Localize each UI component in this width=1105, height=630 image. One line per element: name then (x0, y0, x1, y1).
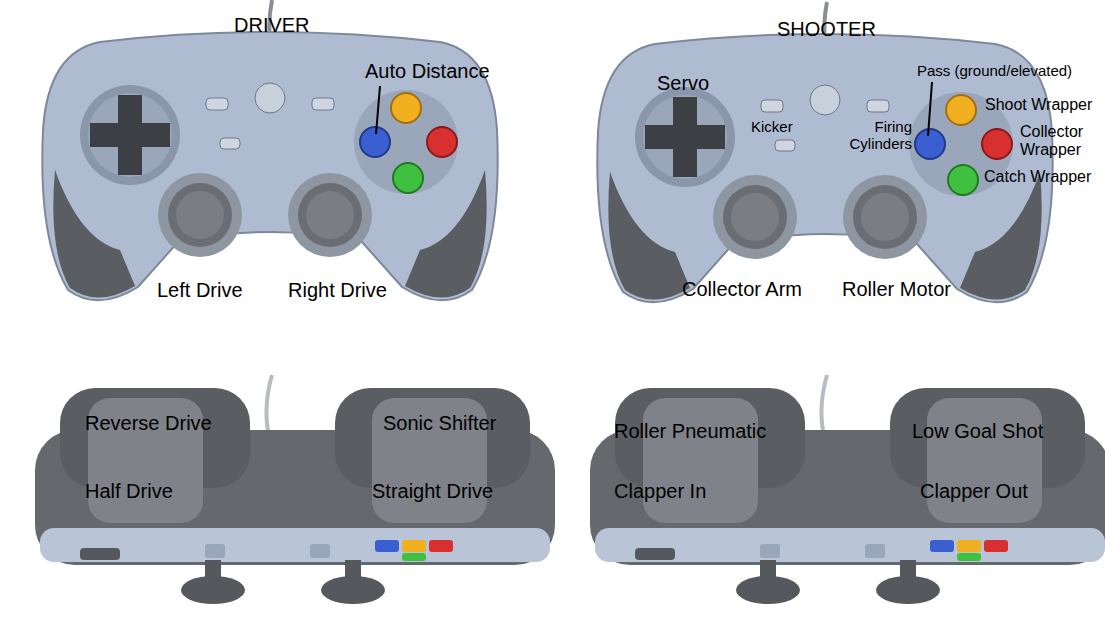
stick-label: Roller Motor (842, 278, 951, 301)
bumper-label: Roller Pneumatic (614, 420, 766, 443)
leader-line (376, 86, 380, 134)
stick-label: Right Drive (288, 279, 387, 302)
bumper-label: Sonic Shifter (383, 412, 496, 435)
controller-title: SHOOTER (777, 18, 876, 41)
trigger-label: Clapper Out (920, 480, 1028, 503)
trigger-label: Half Drive (85, 480, 173, 503)
button-label: Kicker (751, 118, 793, 135)
button-label: Auto Distance (365, 60, 490, 83)
trigger-label: Straight Drive (372, 480, 493, 503)
trigger-label: Clapper In (614, 480, 706, 503)
driver-gamepad (42, 0, 497, 300)
leader-line (928, 82, 932, 136)
trigger-label: Reverse Drive (85, 412, 212, 435)
button-label: Shoot Wrapper (985, 96, 1092, 114)
stick-label: Collector Arm (682, 278, 802, 301)
shooter-gamepad (597, 2, 1052, 302)
controller-title: DRIVER (234, 14, 310, 37)
driver-gamepad-front (35, 375, 555, 604)
shooter-gamepad-front (590, 375, 1105, 604)
dpad-label: Servo (657, 72, 709, 95)
button-label: Pass (ground/elevated) (917, 62, 1072, 79)
button-label: Catch Wrapper (984, 168, 1091, 186)
stick-label: Left Drive (157, 279, 243, 302)
button-label: Firing Cylinders (842, 118, 912, 153)
button-label: Collector Wrapper (1020, 123, 1100, 160)
bumper-label: Low Goal Shot (912, 420, 1043, 443)
